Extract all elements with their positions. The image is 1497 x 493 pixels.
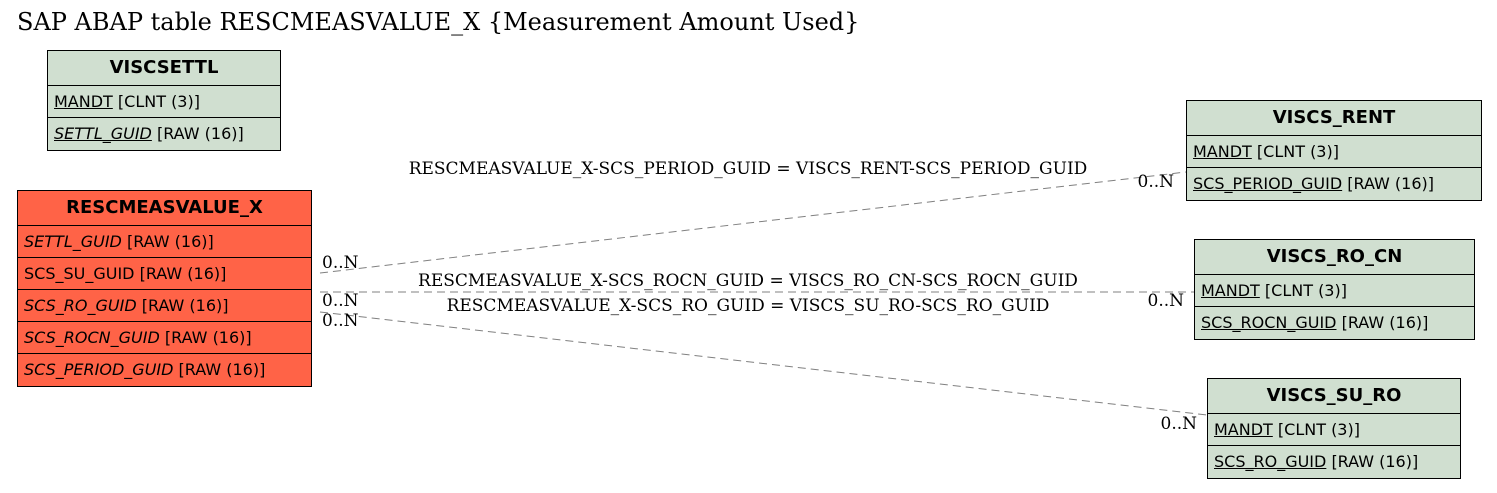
- field-name: MANDT: [1201, 281, 1260, 300]
- field-name: MANDT: [1193, 142, 1252, 161]
- entity-header: VISCS_RENT: [1187, 101, 1481, 136]
- field-name: SCS_PERIOD_GUID: [24, 360, 174, 379]
- field-row: SCS_SU_GUID [RAW (16)]: [18, 258, 311, 290]
- field-type: [CLNT (3)]: [1256, 142, 1339, 161]
- field-name: SCS_RO_GUID: [1214, 452, 1327, 471]
- cardinality-to-rocn: 0..N: [1148, 291, 1185, 311]
- entity-viscs-su-ro[interactable]: VISCS_SU_RO MANDT [CLNT (3)] SCS_RO_GUID…: [1207, 378, 1461, 479]
- field-row: MANDT [CLNT (3)]: [48, 86, 280, 118]
- field-type: [RAW (16)]: [1347, 174, 1435, 193]
- field-type: [RAW (16)]: [1331, 452, 1419, 471]
- field-row: MANDT [CLNT (3)]: [1195, 275, 1474, 307]
- field-name: SCS_SU_GUID: [24, 264, 135, 283]
- field-type: [RAW (16)]: [156, 124, 244, 143]
- field-name: SETTL_GUID: [54, 124, 152, 143]
- field-type: [RAW (16)]: [141, 296, 229, 315]
- cardinality-to-period: 0..N: [1138, 172, 1175, 192]
- entity-header: VISCSETTL: [48, 51, 280, 86]
- field-type: [RAW (16)]: [139, 264, 227, 283]
- entity-viscs-rent[interactable]: VISCS_RENT MANDT [CLNT (3)] SCS_PERIOD_G…: [1186, 100, 1482, 201]
- cardinality-to-ro: 0..N: [1161, 414, 1198, 434]
- entity-header: RESCMEASVALUE_X: [18, 191, 311, 226]
- relation-label-rocn: RESCMEASVALUE_X-SCS_ROCN_GUID = VISCS_RO…: [418, 271, 1078, 291]
- field-type: [RAW (16)]: [126, 232, 214, 251]
- field-row: SCS_ROCN_GUID [RAW (16)]: [1195, 307, 1474, 339]
- field-type: [RAW (16)]: [1341, 313, 1429, 332]
- field-name: MANDT: [1214, 420, 1273, 439]
- relation-label-ro: RESCMEASVALUE_X-SCS_RO_GUID = VISCS_SU_R…: [447, 296, 1050, 316]
- field-type: [CLNT (3)]: [1264, 281, 1347, 300]
- relation-line-period: [319, 171, 1187, 274]
- field-row: MANDT [CLNT (3)]: [1187, 136, 1481, 168]
- field-type: [RAW (16)]: [178, 360, 266, 379]
- field-name: SCS_ROCN_GUID: [24, 328, 160, 347]
- field-name: SCS_PERIOD_GUID: [1193, 174, 1343, 193]
- relation-label-period: RESCMEASVALUE_X-SCS_PERIOD_GUID = VISCS_…: [409, 159, 1088, 179]
- field-row: SETTL_GUID [RAW (16)]: [18, 226, 311, 258]
- field-name: SCS_RO_GUID: [24, 296, 137, 315]
- entity-viscsettl[interactable]: VISCSETTL MANDT [CLNT (3)] SETTL_GUID [R…: [47, 50, 281, 151]
- field-row: SCS_RO_GUID [RAW (16)]: [1208, 446, 1460, 478]
- field-row: SCS_ROCN_GUID [RAW (16)]: [18, 322, 311, 354]
- field-type: [CLNT (3)]: [1277, 420, 1360, 439]
- cardinality-from-rocn: 0..N: [322, 291, 359, 311]
- cardinality-from-ro: 0..N: [322, 311, 359, 331]
- field-name: SCS_ROCN_GUID: [1201, 313, 1337, 332]
- field-row: SCS_PERIOD_GUID [RAW (16)]: [18, 354, 311, 386]
- entity-viscs-ro-cn[interactable]: VISCS_RO_CN MANDT [CLNT (3)] SCS_ROCN_GU…: [1194, 239, 1475, 340]
- field-type: [RAW (16)]: [164, 328, 252, 347]
- field-row: SCS_PERIOD_GUID [RAW (16)]: [1187, 168, 1481, 200]
- diagram-title: SAP ABAP table RESCMEASVALUE_X {Measurem…: [17, 8, 860, 36]
- field-type: [CLNT (3)]: [117, 92, 200, 111]
- field-name: SETTL_GUID: [24, 232, 122, 251]
- entity-header: VISCS_SU_RO: [1208, 379, 1460, 414]
- field-row: SETTL_GUID [RAW (16)]: [48, 118, 280, 150]
- field-row: SCS_RO_GUID [RAW (16)]: [18, 290, 311, 322]
- cardinality-from-period: 0..N: [322, 253, 359, 273]
- entity-rescmeasvalue-x[interactable]: RESCMEASVALUE_X SETTL_GUID [RAW (16)] SC…: [17, 190, 312, 387]
- relation-line-ro: [319, 311, 1208, 416]
- entity-header: VISCS_RO_CN: [1195, 240, 1474, 275]
- field-name: MANDT: [54, 92, 113, 111]
- field-row: MANDT [CLNT (3)]: [1208, 414, 1460, 446]
